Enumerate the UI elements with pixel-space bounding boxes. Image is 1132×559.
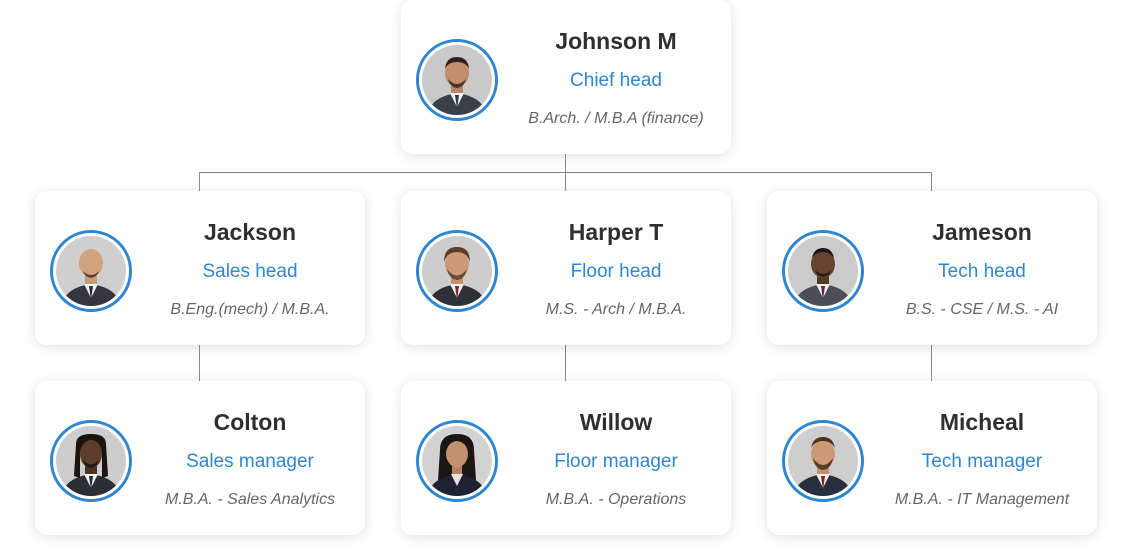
card-floor-head[interactable]: Harper T Floor head M.S. - Arch / M.B.A.	[401, 191, 731, 345]
person-name: Willow	[579, 409, 653, 435]
connector-sales-to-manager	[199, 345, 200, 381]
connector-to-sales-head	[199, 172, 200, 191]
connector-to-floor-head	[565, 172, 566, 191]
card-chief-head[interactable]: Johnson M Chief head B.Arch. / M.B.A (fi…	[401, 0, 731, 154]
connector-tech-to-manager	[931, 345, 932, 381]
person-role: Tech manager	[921, 451, 1043, 472]
person-name: Harper T	[568, 219, 664, 245]
person-photo-icon	[56, 426, 126, 496]
person-photo-icon	[422, 45, 492, 115]
person-education: B.S. - CSE / M.S. - AI	[905, 301, 1059, 318]
person-photo-icon	[422, 426, 492, 496]
person-education: B.Eng.(mech) / M.B.A.	[170, 301, 330, 318]
card-floor-manager[interactable]: Willow Floor manager M.B.A. - Operations	[401, 381, 731, 535]
person-name: Jackson	[203, 219, 297, 245]
person-name: Micheal	[939, 409, 1025, 435]
person-role: Chief head	[570, 70, 662, 91]
person-role: Tech head	[938, 261, 1026, 282]
person-role: Sales manager	[186, 451, 314, 472]
card-sales-head[interactable]: Jackson Sales head B.Eng.(mech) / M.B.A.	[35, 191, 365, 345]
person-photo-icon	[422, 236, 492, 306]
card-sales-manager[interactable]: Colton Sales manager M.B.A. - Sales Anal…	[35, 381, 365, 535]
avatar	[782, 230, 864, 312]
connector-to-tech-head	[931, 172, 932, 191]
card-tech-head[interactable]: Jameson Tech head B.S. - CSE / M.S. - AI	[767, 191, 1097, 345]
avatar	[50, 230, 132, 312]
person-role: Sales head	[202, 261, 298, 282]
connector-root-down	[565, 154, 566, 172]
person-education: M.B.A. - IT Management	[894, 491, 1070, 508]
avatar	[416, 420, 498, 502]
avatar	[416, 39, 498, 121]
person-photo-icon	[788, 236, 858, 306]
person-name: Colton	[213, 409, 287, 435]
person-education: B.Arch. / M.B.A (finance)	[528, 110, 704, 127]
avatar	[782, 420, 864, 502]
person-name: Johnson M	[555, 28, 677, 54]
person-photo-icon	[56, 236, 126, 306]
person-education: M.B.A. - Operations	[545, 491, 687, 508]
person-role: Floor head	[570, 261, 662, 282]
person-education: M.B.A. - Sales Analytics	[164, 491, 336, 508]
avatar	[416, 230, 498, 312]
person-role: Floor manager	[554, 451, 678, 472]
card-tech-manager[interactable]: Micheal Tech manager M.B.A. - IT Managem…	[767, 381, 1097, 535]
connector-floor-to-manager	[565, 345, 566, 381]
person-education: M.S. - Arch / M.B.A.	[545, 301, 687, 318]
person-photo-icon	[788, 426, 858, 496]
avatar	[50, 420, 132, 502]
person-name: Jameson	[932, 219, 1032, 245]
